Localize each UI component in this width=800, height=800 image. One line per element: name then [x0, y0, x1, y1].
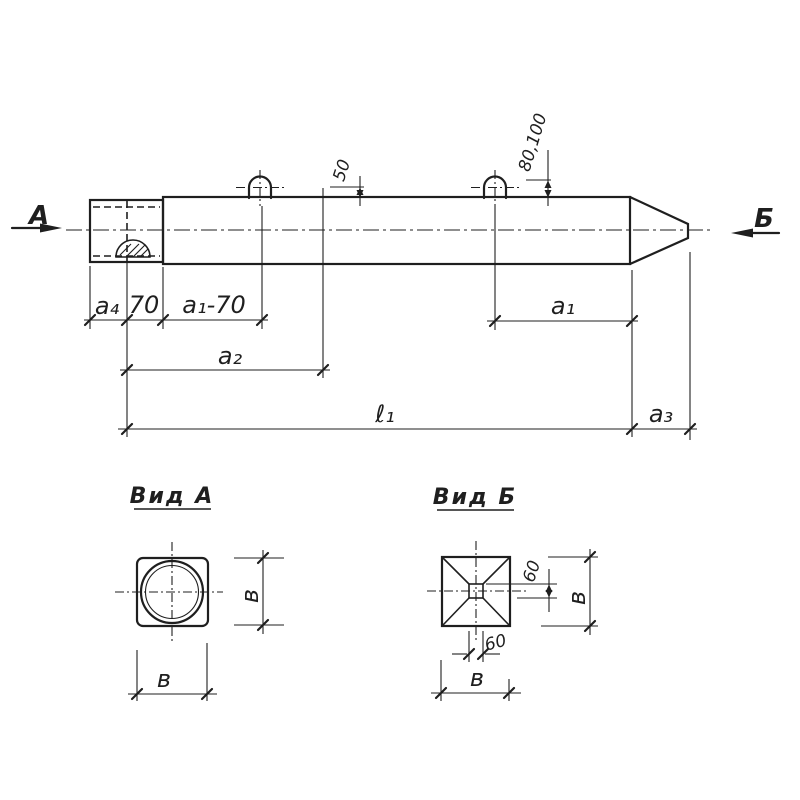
view-b-diagonal — [482, 557, 510, 585]
dim-tick — [130, 687, 144, 701]
dim-l1-label: ℓ₁ — [374, 400, 395, 428]
section-arrow-b: Б — [731, 204, 781, 238]
view-b-dim-socket-width: 60 — [452, 631, 509, 662]
view-b-diagonal — [442, 597, 470, 626]
head-weld-detail — [115, 239, 151, 258]
dim-tick — [255, 313, 269, 327]
dim-tick — [583, 619, 597, 633]
view-b-socket-height-label: 60 — [519, 558, 545, 585]
view-b: Вид Б 60 в — [427, 485, 598, 701]
dim-50: 50 — [329, 157, 364, 206]
weld-hatch-line — [119, 243, 132, 256]
dim-tick — [462, 647, 476, 661]
arrow-a-label: А — [27, 201, 49, 231]
dim-tick — [625, 314, 639, 328]
dim-tick — [583, 550, 597, 564]
arrow-b-label: Б — [754, 204, 774, 234]
dim-row-3: ℓ₁ a₃ — [118, 400, 697, 436]
dim-row-2: a₂ — [120, 342, 330, 377]
dim-80-100-label: 80,100 — [515, 111, 552, 174]
extension-lines — [89, 188, 691, 440]
pile-shaft-outline — [161, 195, 632, 266]
section-arrow-a: А — [10, 201, 62, 233]
arrow-b-head-icon — [731, 228, 753, 238]
dim-tick — [316, 363, 330, 377]
dim-a3-label: a₃ — [649, 400, 673, 428]
weld-hatch-line — [139, 248, 149, 258]
view-a-title: Вид А — [130, 484, 215, 509]
dim-tick — [156, 313, 170, 327]
dim-80-100-arrow-up-icon — [544, 180, 552, 188]
dim-tick — [683, 422, 697, 436]
dim-tick — [120, 422, 134, 436]
dim-tick — [476, 647, 490, 661]
dim-tick — [256, 551, 270, 565]
weld-hatch-line — [125, 243, 140, 258]
dim-a2-label: a₂ — [218, 342, 243, 370]
dim-80-100: 80,100 — [515, 111, 552, 206]
view-b-diagonal — [442, 557, 470, 585]
dim-tick — [83, 313, 97, 327]
dim-a1-label: a₁ — [551, 292, 575, 320]
main-view: А Б — [10, 111, 781, 440]
weld-dome-outline — [115, 239, 151, 258]
view-b-title: Вид Б — [433, 485, 517, 510]
view-b-socket-width-label: 60 — [483, 631, 509, 656]
view-b-width-label: в — [470, 664, 484, 692]
view-b-dim-socket-height: 60 — [486, 558, 557, 612]
dim-80-100-arrow-down-icon — [544, 190, 552, 198]
dim-tick — [625, 422, 639, 436]
dim-row-1: a₄ 70 a₁-70 a₁ — [83, 291, 639, 328]
view-a-height-label: в — [236, 589, 264, 603]
weld-hatch-line — [132, 244, 146, 258]
dim-70-label: 70 — [129, 291, 160, 319]
arrow-a-head-icon — [40, 223, 62, 233]
dim-tick — [502, 686, 516, 700]
view-a-dim-height: в — [234, 550, 284, 634]
dim-a1-70-label: a₁-70 — [182, 291, 246, 319]
dim-tick — [434, 686, 448, 700]
pile-tip-outline — [628, 195, 690, 266]
dim-tick — [256, 618, 270, 632]
view-b-diagonal — [482, 597, 510, 626]
lifting-loop-1 — [236, 170, 284, 206]
dim-arrow-down-icon — [545, 590, 553, 598]
dim-tick — [120, 363, 134, 377]
view-b-dim-height: в — [541, 549, 598, 635]
view-a-width-label: в — [157, 665, 171, 693]
view-b-dim-width: в — [431, 660, 521, 701]
dim-tick — [488, 314, 502, 328]
dim-50-label: 50 — [329, 157, 355, 184]
view-a-dim-width: в — [128, 643, 217, 701]
view-a: Вид А в в — [115, 484, 284, 701]
pile-head — [88, 198, 165, 264]
lifting-loop-2 — [471, 170, 519, 206]
pile-head-outline — [88, 198, 165, 264]
dim-tick — [200, 687, 214, 701]
dim-tick — [120, 313, 134, 327]
view-b-height-label: в — [563, 591, 591, 605]
dim-a4-label: a₄ — [95, 292, 120, 320]
dim-50-arrow-down-icon — [356, 190, 364, 198]
